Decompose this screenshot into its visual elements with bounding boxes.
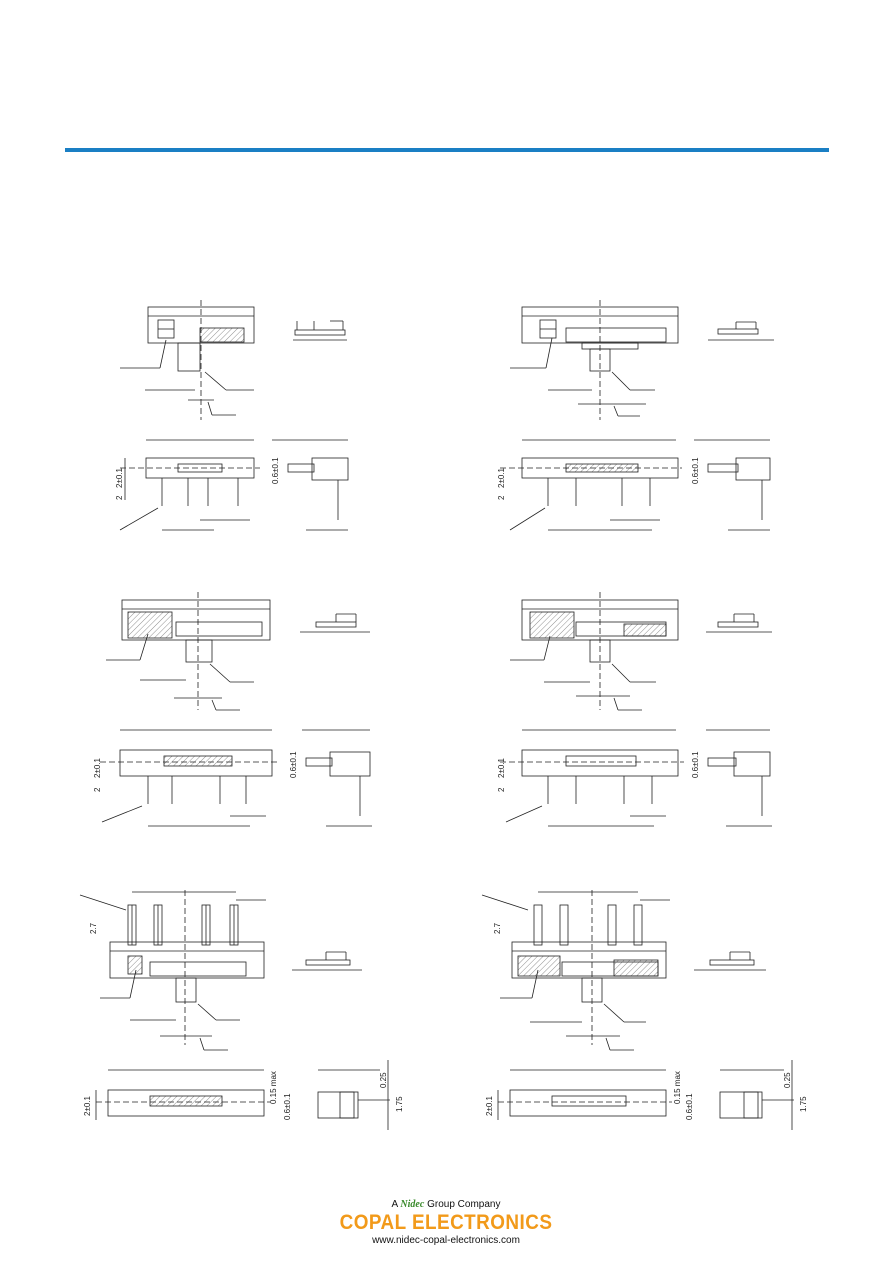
drawing-schematic-1 [293, 320, 347, 341]
drawing-side-view-5 [317, 1060, 390, 1130]
drawing-top-view-2 [510, 300, 679, 420]
dim-2tol-2: 2±0.1 [497, 467, 506, 488]
company-logo: COPAL ELECTRONICS [339, 1211, 553, 1234]
header-rule [65, 148, 829, 152]
dim-2-3: 2 [93, 787, 102, 792]
drawing-side-view-3 [302, 729, 372, 827]
footer: A Nidec Group Company COPAL ELECTRONICS … [0, 1198, 892, 1247]
dim-2tol-1: 2±0.1 [115, 467, 124, 488]
dim-2tol-3: 2±0.1 [93, 757, 102, 778]
dim-06-5: 0.6±0.1 [283, 1093, 292, 1120]
dim-06-4: 0.6±0.1 [691, 751, 700, 778]
drawing-schematic-6 [694, 951, 766, 971]
dim-025-6: 0.25 [783, 1072, 792, 1088]
dim-06-2: 0.6±0.1 [691, 457, 700, 484]
dim-025-5: 0.25 [379, 1072, 388, 1088]
dim-2tol-5: 2±0.1 [83, 1095, 92, 1116]
drawing-front-view-3 [100, 729, 280, 827]
group-tagline: A Nidec Group Company [0, 1198, 892, 1211]
dim-2-1: 2 [115, 495, 124, 500]
dim-2-4: 2 [497, 787, 506, 792]
drawing-front-view-5 [95, 1069, 270, 1120]
drawing-schematic-5 [292, 951, 362, 971]
dim-2tol-6: 2±0.1 [485, 1095, 494, 1116]
drawing-front-view-4 [500, 729, 684, 827]
drawing-front-view-2 [500, 439, 682, 531]
drawing-top-view-5 [79, 890, 266, 1051]
drawing-top-view-1 [120, 300, 255, 420]
dim-27-5: 2.7 [89, 922, 98, 934]
drawing-schematic-4 [706, 613, 772, 633]
tagline-prefix: A [391, 1199, 398, 1210]
dim-2tol-4: 2±0.1 [497, 757, 506, 778]
nidec-brand: Nidec [400, 1199, 425, 1210]
drawing-side-view-6 [719, 1060, 794, 1130]
drawing-top-view-6 [481, 890, 670, 1051]
drawing-schematic-2 [708, 321, 774, 341]
drawing-side-view-2 [694, 439, 771, 531]
drawing-side-view-4 [706, 729, 772, 827]
dim-27-6: 2.7 [493, 922, 502, 934]
drawing-top-view-4 [510, 592, 679, 711]
dim-06-1: 0.6±0.1 [271, 457, 280, 484]
dim-06-6: 0.6±0.1 [685, 1093, 694, 1120]
drawing-side-view-1 [272, 439, 349, 531]
dim-2-2: 2 [497, 495, 506, 500]
company-url[interactable]: www.nidec-copal-electronics.com [372, 1235, 520, 1246]
drawing-front-view-6 [497, 1069, 672, 1120]
tagline-suffix: Group Company [427, 1199, 501, 1210]
dim-015-5: 0.15 max [269, 1071, 278, 1104]
drawing-schematic-3 [300, 613, 370, 633]
dim-175-5: 1.75 [395, 1096, 404, 1112]
drawing-front-view-1 [119, 439, 260, 531]
drawing-top-view-3 [106, 592, 271, 711]
dim-06-3: 0.6±0.1 [289, 751, 298, 778]
dim-175-6: 1.75 [799, 1096, 808, 1112]
dim-015-6: 0.15 max [673, 1071, 682, 1104]
